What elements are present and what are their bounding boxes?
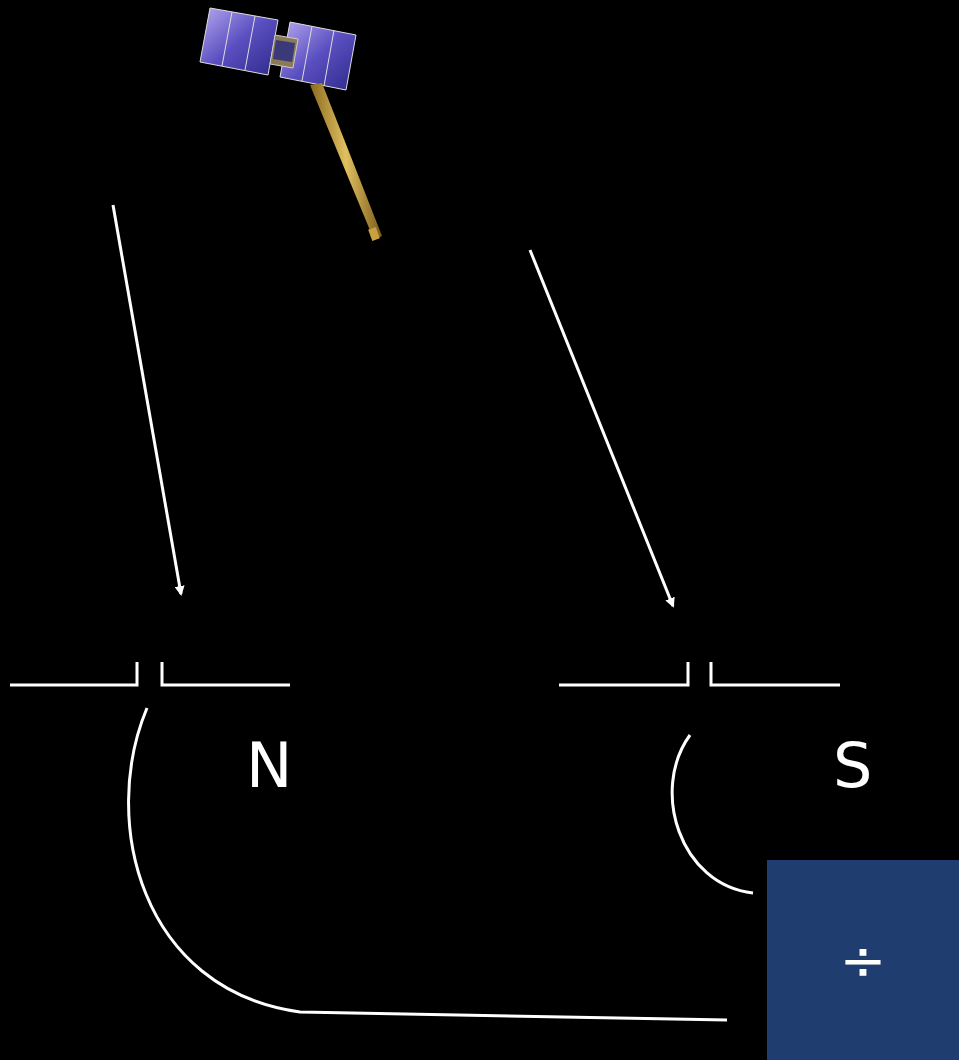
pole-label: N [246, 735, 292, 797]
signal-arrows [113, 205, 673, 606]
wires [129, 708, 753, 1020]
operator-box: ÷ [767, 860, 959, 1060]
operator-symbol: ÷ [840, 932, 887, 988]
satellite [200, 8, 382, 241]
plates [10, 662, 840, 685]
pole-label: S [833, 735, 872, 797]
